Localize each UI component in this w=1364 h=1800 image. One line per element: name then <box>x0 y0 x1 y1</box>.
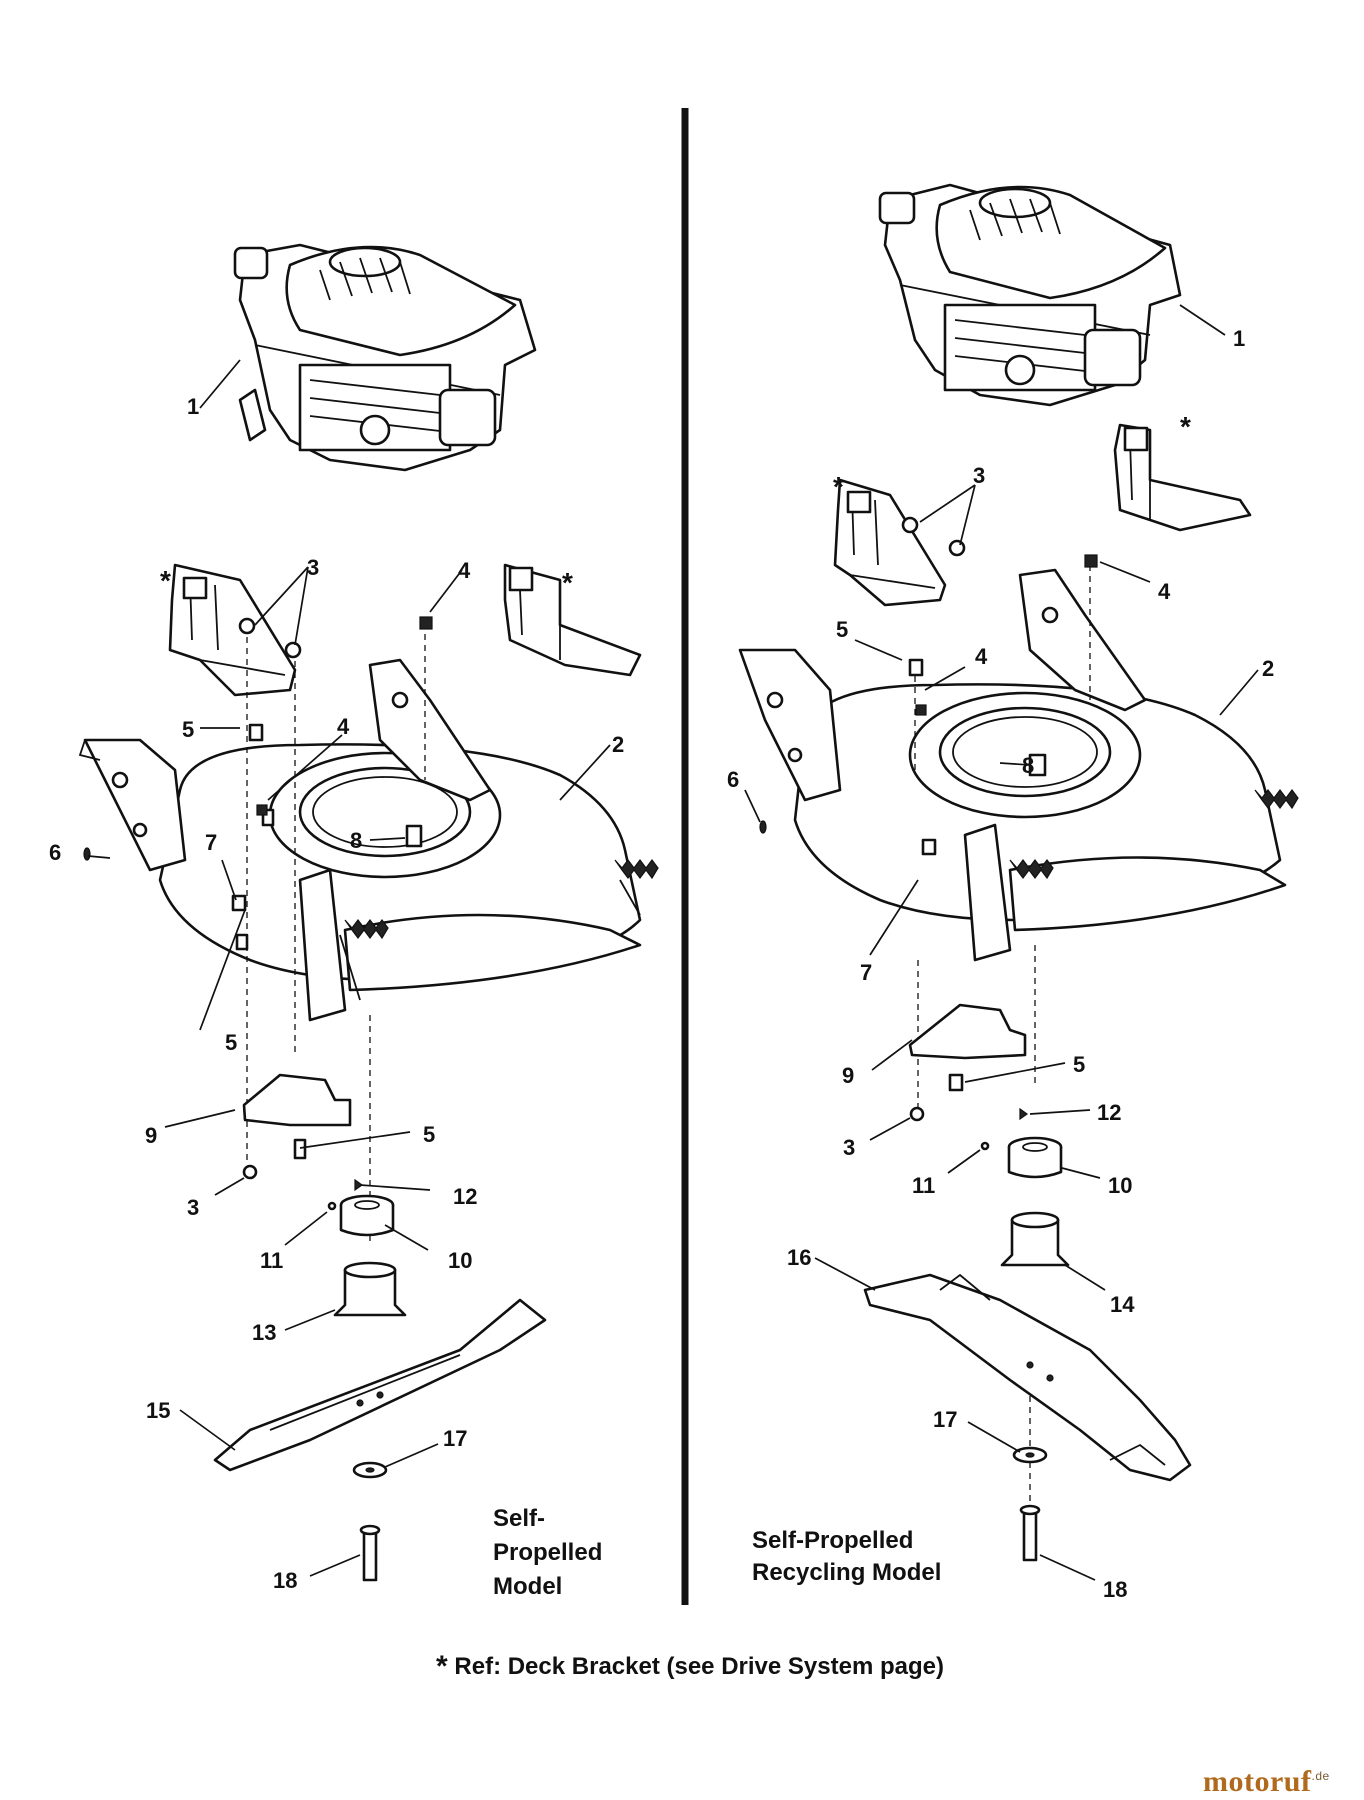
left-label-13: 13 <box>252 1320 276 1345</box>
left-label-4-top: 4 <box>458 558 471 583</box>
right-asterisk-b: * <box>1180 411 1191 442</box>
left-label-2: 2 <box>612 732 624 757</box>
right-label-12: 12 <box>1097 1100 1121 1125</box>
left-caption-line-3: Model <box>493 1573 562 1600</box>
right-caption: Self-Propelled Recycling Model <box>752 1527 941 1586</box>
left-engine <box>233 243 537 472</box>
left-caption-line-1: Self- <box>493 1505 545 1532</box>
right-deck-bracket-a <box>833 478 947 607</box>
right-label-3-low: 3 <box>843 1135 855 1160</box>
left-label-5-low: 5 <box>423 1122 435 1147</box>
right-leader-lines <box>744 304 1259 1581</box>
right-asterisk-a: * <box>833 471 844 502</box>
left-label-4-mid: 4 <box>337 714 350 739</box>
left-label-3: 3 <box>307 555 319 580</box>
left-label-9: 9 <box>145 1123 157 1148</box>
right-label-11: 11 <box>912 1173 935 1198</box>
left-caption-line-2: Propelled <box>493 1539 602 1566</box>
right-label-10: 10 <box>1108 1173 1132 1198</box>
right-label-14: 14 <box>1110 1292 1135 1317</box>
left-label-15: 15 <box>146 1398 170 1423</box>
left-deck-bracket-b <box>503 563 642 677</box>
right-hardware <box>759 516 1192 1562</box>
footnote: * Ref: Deck Bracket (see Drive System pa… <box>380 1650 1000 1684</box>
left-label-18: 18 <box>273 1568 297 1593</box>
right-label-4-mid: 4 <box>975 644 988 669</box>
left-label-6: 6 <box>49 840 61 865</box>
right-label-8: 8 <box>1022 753 1034 778</box>
right-label-7: 7 <box>860 960 872 985</box>
right-label-18: 18 <box>1103 1577 1127 1602</box>
left-part-labels: 1 2 3 4 4 5 5 5 6 7 8 9 3 10 11 12 13 15… <box>49 394 624 1593</box>
right-label-1: 1 <box>1233 326 1245 351</box>
left-caption: Self- Propelled Model <box>493 1505 602 1600</box>
watermark-tld: .de <box>1311 1769 1330 1783</box>
left-mower-deck <box>78 658 659 1022</box>
left-label-8: 8 <box>350 828 362 853</box>
right-label-17: 17 <box>933 1407 957 1432</box>
right-part-labels: 1 2 3 4 4 5 5 6 7 8 9 3 10 11 12 14 16 1… <box>727 326 1274 1602</box>
right-label-5-top: 5 <box>836 617 848 642</box>
right-caption-line-2: Recycling Model <box>752 1559 941 1586</box>
left-label-5-top: 5 <box>182 717 194 742</box>
right-label-3: 3 <box>973 463 985 488</box>
right-label-6: 6 <box>727 767 739 792</box>
left-label-10: 10 <box>448 1248 472 1273</box>
left-model-drawing: 1 2 3 4 4 5 5 5 6 7 8 9 3 10 11 12 13 15… <box>49 243 659 1600</box>
left-asterisk-b: * <box>562 567 573 598</box>
right-model-drawing: 1 2 3 4 4 5 5 6 7 8 9 3 10 11 12 14 16 1… <box>727 183 1299 1602</box>
right-caption-line-1: Self-Propelled <box>752 1527 913 1554</box>
right-label-9: 9 <box>842 1063 854 1088</box>
right-label-16: 16 <box>787 1245 811 1270</box>
left-label-12: 12 <box>453 1184 477 1209</box>
right-label-2: 2 <box>1262 656 1274 681</box>
left-leader-lines <box>87 359 611 1577</box>
left-hardware <box>83 616 547 1582</box>
right-label-4-top: 4 <box>1158 579 1171 604</box>
right-label-5-low: 5 <box>1073 1052 1085 1077</box>
right-engine <box>878 183 1182 407</box>
left-label-3-low: 3 <box>187 1195 199 1220</box>
watermark-logo: motoruf.de <box>1203 1765 1330 1799</box>
left-label-17: 17 <box>443 1426 467 1451</box>
footnote-text: Ref: Deck Bracket (see Drive System page… <box>454 1653 944 1680</box>
left-deck-bracket-a <box>168 563 297 697</box>
left-label-11: 11 <box>260 1248 283 1273</box>
watermark-name: motoruf <box>1203 1765 1312 1798</box>
left-asterisk-a: * <box>160 565 171 596</box>
left-label-7: 7 <box>205 830 217 855</box>
footnote-asterisk: * <box>436 1650 448 1683</box>
right-deck-bracket-b <box>1113 423 1252 532</box>
left-label-5-mid: 5 <box>225 1030 237 1055</box>
left-label-1: 1 <box>187 394 199 419</box>
